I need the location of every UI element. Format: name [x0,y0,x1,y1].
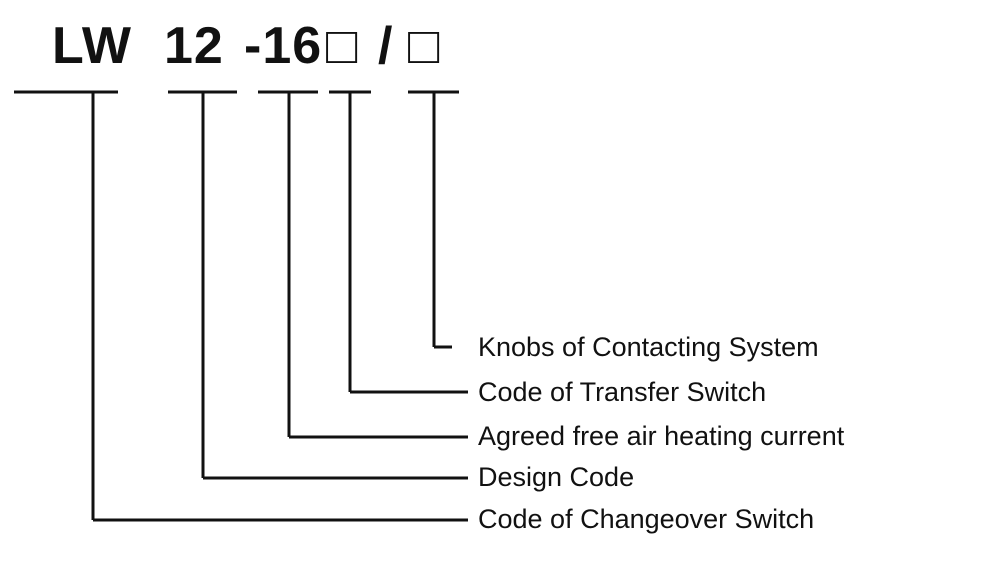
label-code-of-changeover-switch: Code of Changeover Switch [478,504,815,534]
code-segment-slash: / [378,17,394,75]
code-segment-transfer-box: □ [326,17,359,75]
label-code-of-transfer-switch: Code of Transfer Switch [478,377,767,407]
code-segment-heating: -16 [244,17,323,75]
code-segment-knobs-box: □ [408,17,441,75]
code-segment-design: 12 [164,17,224,75]
label-design-code: Design Code [478,462,635,492]
label-knobs-of-contacting-system: Knobs of Contacting System [478,332,819,362]
code-segment-changeover: LW [52,17,132,75]
label-agreed-free-air-heating-current: Agreed free air heating current [478,421,845,451]
